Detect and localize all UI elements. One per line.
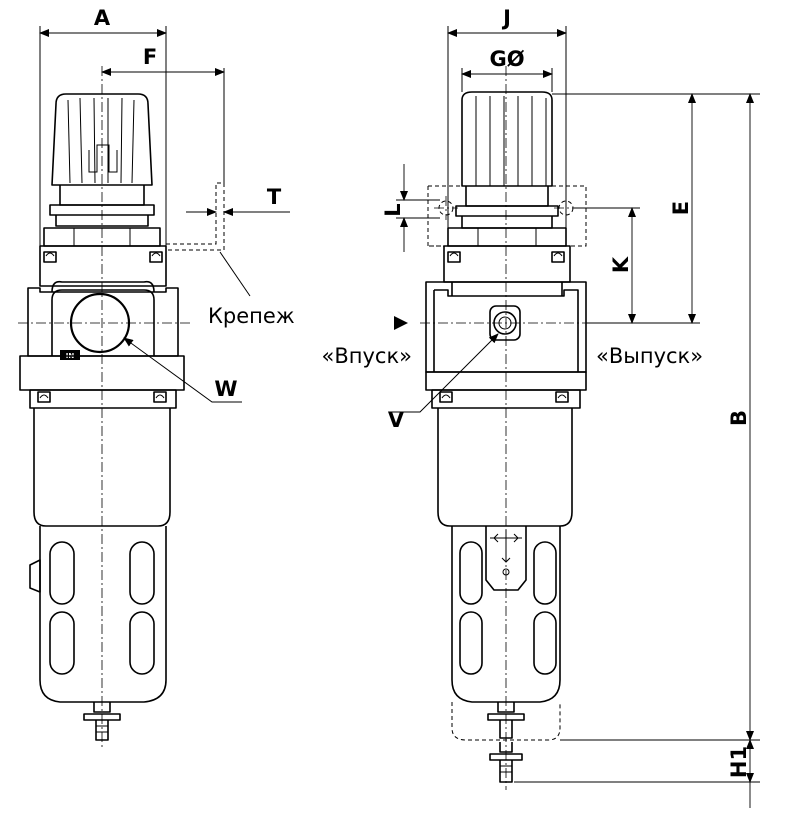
right-view xyxy=(394,66,594,790)
dim-A: A xyxy=(94,6,111,30)
dim-W: W xyxy=(214,377,237,401)
dim-G: GØ xyxy=(489,47,524,71)
dim-T: T xyxy=(267,185,282,209)
dim-V: V xyxy=(388,408,405,432)
left-view: IN xyxy=(18,66,225,748)
dim-F: F xyxy=(143,45,157,69)
dim-K: K xyxy=(609,256,633,273)
outlet-label: «Выпуск» xyxy=(596,344,703,368)
right-dimensions: J GØ L K E B H1 V «Впуск» «Выпуск» xyxy=(322,6,760,808)
dim-H1: H1 xyxy=(727,746,751,778)
dim-B: B xyxy=(727,410,751,426)
dim-E: E xyxy=(669,201,693,215)
mounting-label: Крепеж xyxy=(208,304,295,328)
inlet-label: «Впуск» xyxy=(322,344,413,368)
dim-J: J xyxy=(501,6,511,30)
left-dimensions: A F T Крепеж W xyxy=(39,6,295,403)
dim-L: L xyxy=(381,203,405,216)
